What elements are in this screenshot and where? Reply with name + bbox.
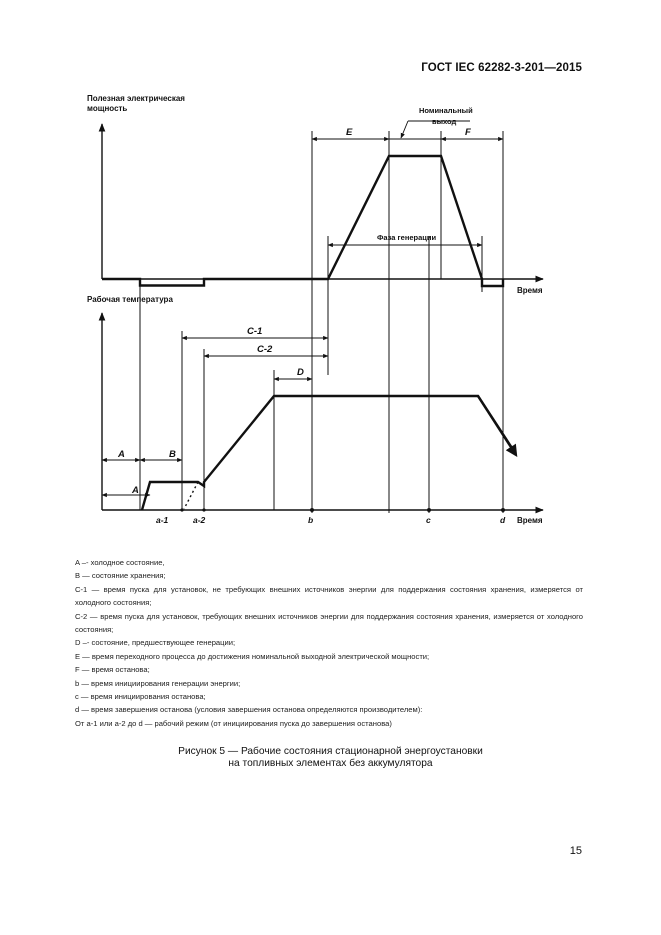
c1-label: C-1 [247, 326, 262, 337]
tick-a1: a-1 [156, 515, 169, 525]
figure-caption: Рисунок 5 — Рабочие состояния стационарн… [0, 746, 661, 770]
power-diagram [98, 120, 544, 513]
legend-item: d — время завершения останова (условия з… [75, 705, 423, 715]
temperature-diagram [98, 279, 544, 514]
legend-item: C-2 — время пуска для установок, требующ… [75, 611, 583, 635]
power-curve [102, 154, 505, 288]
tick-c: c [426, 515, 431, 525]
generation-phase-label: Фаза генерации [377, 233, 437, 242]
nominal-pointer [400, 120, 409, 139]
legend-item: F — время останова; [75, 665, 150, 675]
document-id: ГОСТ IEC 62282-3-201—2015 [421, 62, 582, 74]
c2-label: C-2 [257, 344, 273, 355]
caption-line-1: Рисунок 5 — Рабочие состояния стационарн… [178, 746, 483, 757]
f-label: F [465, 127, 471, 138]
figure-legend: A –- холодное состояние, B — состояние х… [75, 556, 583, 730]
tick-a2: a-2 [193, 515, 206, 525]
legend-item: C-1 — время пуска для установок, не треб… [75, 584, 583, 608]
temperature-curve [140, 394, 514, 511]
b-label: B [169, 449, 176, 460]
legend-item: c — время инициирования останова; [75, 692, 206, 702]
tick-b: b [308, 515, 313, 525]
legend-item: b — время инициирования генерации энерги… [75, 678, 241, 688]
d-label: D [297, 367, 304, 378]
a-label: A [117, 449, 125, 460]
e-label: E [346, 127, 353, 138]
nominal-output-label-line1: Номинальный [419, 106, 473, 115]
power-axis-label-line2: мощность [87, 104, 127, 113]
page-number: 15 [569, 845, 582, 857]
tick-d: d [500, 515, 506, 525]
caption-line-2: на топливных элементах без аккумулятора [228, 758, 433, 769]
temperature-axis-label: Рабочая температура [87, 295, 173, 304]
power-time-label: Время [517, 286, 543, 295]
legend-item: A –- холодное состояние, [75, 558, 165, 567]
legend-item: D –- состояние, предшествующее генерации… [75, 638, 236, 648]
legend-item: E — время переходного процесса до достиж… [75, 651, 430, 661]
temperature-time-label: Время [517, 516, 543, 525]
legend-item: От a-1 или a-2 до d — рабочий режим (от … [75, 718, 392, 728]
power-axis-label-line1: Полезная электрическая [87, 94, 185, 103]
legend-item: B — состояние хранения; [75, 571, 166, 581]
operating-states-figure: Полезная электрическая мощность Время Но… [87, 94, 544, 525]
nominal-output-label-line2: выход [432, 117, 456, 126]
a-level-label: A [131, 485, 139, 496]
